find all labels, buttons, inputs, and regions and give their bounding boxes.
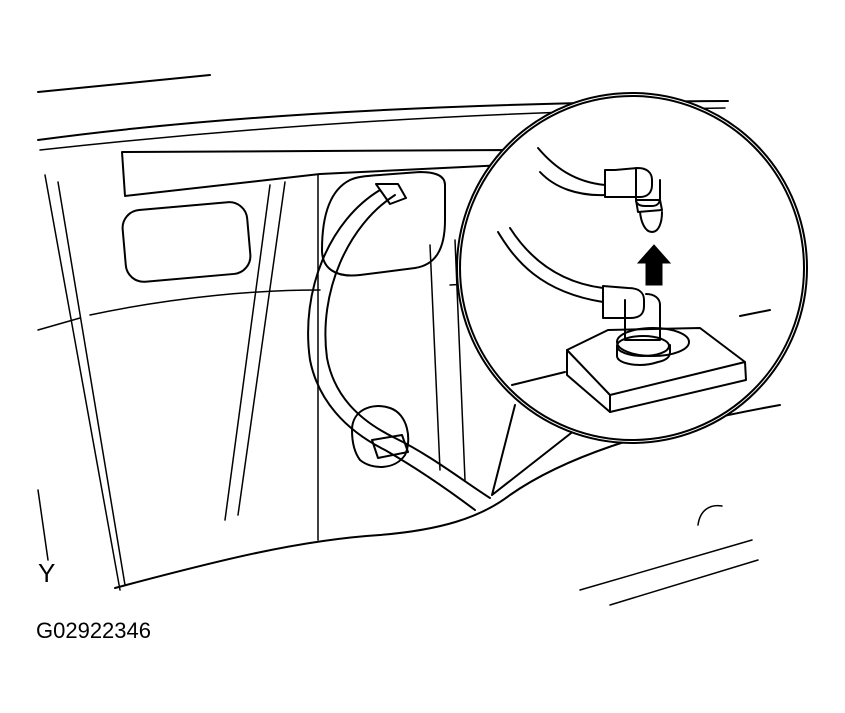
lower-hose-detail [497, 227, 661, 341]
figure-id: G02922346 [36, 618, 151, 643]
center-opening [321, 171, 446, 277]
view-label: Y [38, 558, 56, 588]
hose-clamp [351, 405, 410, 468]
washer-hose [307, 183, 491, 511]
nozzle-mount [511, 309, 771, 413]
panel-lines [89, 174, 501, 541]
left-slot [121, 201, 252, 283]
callout-pointer [491, 404, 576, 496]
upper-hose-detail [537, 147, 663, 233]
arrow-up-icon [636, 244, 672, 286]
magnifier-circle-icon [456, 92, 808, 444]
upper-panel [121, 149, 511, 197]
